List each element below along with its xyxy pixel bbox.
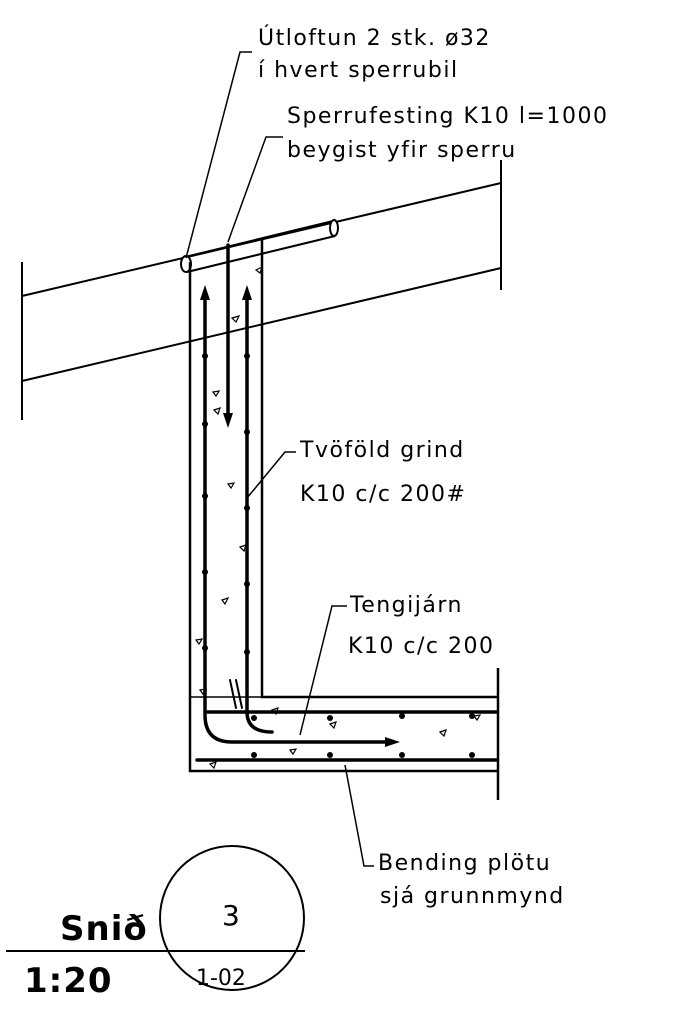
- concrete-section: [188, 238, 500, 800]
- reinforcement: [195, 243, 498, 762]
- section-label: Snið: [60, 909, 148, 949]
- sheet-reference: 1-02: [196, 966, 246, 991]
- concrete-hatch: [194, 265, 482, 770]
- note-tengijarn-line2: K10 c/c 200: [348, 634, 495, 659]
- note-tengijarn-line1: Tengijárn: [350, 593, 463, 618]
- note-sperrufesting-line1: Sperrufesting K10 l=1000: [287, 104, 609, 129]
- detail-circle: [159, 845, 305, 991]
- leader-bending: [344, 764, 374, 867]
- bar-end-arrow-2: [242, 285, 252, 300]
- detail-number: 3: [222, 899, 240, 932]
- concrete-inner-edge: [260, 238, 498, 699]
- note-bending-line2: sjá grunnmynd: [380, 884, 565, 909]
- inner-grid-bar: [245, 290, 274, 734]
- lap-mark-1: [229, 679, 237, 709]
- title-block-graphics: [6, 845, 305, 991]
- note-utloftun-line2: í hvert sperrubil: [258, 58, 459, 83]
- bar-end-arrow-4: [385, 737, 400, 747]
- scale-label: 1:20: [24, 961, 113, 1001]
- note-sperrufesting-line2: beygist yfir sperru: [287, 138, 517, 163]
- bar-end-arrow-3: [223, 413, 233, 428]
- leaders: [185, 51, 374, 867]
- leader-utloftun: [185, 51, 252, 259]
- leader-grind: [246, 451, 296, 499]
- bar-end-arrow-1: [200, 285, 210, 300]
- note-grind-line1: Tvöföld grind: [300, 438, 465, 463]
- note-grind-line2: K10 c/c 200#: [300, 482, 467, 507]
- leader-tengijarn: [299, 605, 347, 736]
- lap-mark-2: [235, 679, 243, 709]
- note-bending-line1: Bending plötu: [378, 851, 552, 876]
- rebar-dots: [202, 353, 475, 758]
- vent-pipe-top: [184, 220, 334, 258]
- tie-bar-outer: [203, 290, 394, 744]
- note-utloftun-line1: Útloftun 2 stk. ø32: [258, 26, 491, 51]
- concrete-outer-edge: [188, 262, 498, 773]
- vent-pipe-end-right: [329, 219, 339, 237]
- leader-sperrufesting: [227, 136, 283, 243]
